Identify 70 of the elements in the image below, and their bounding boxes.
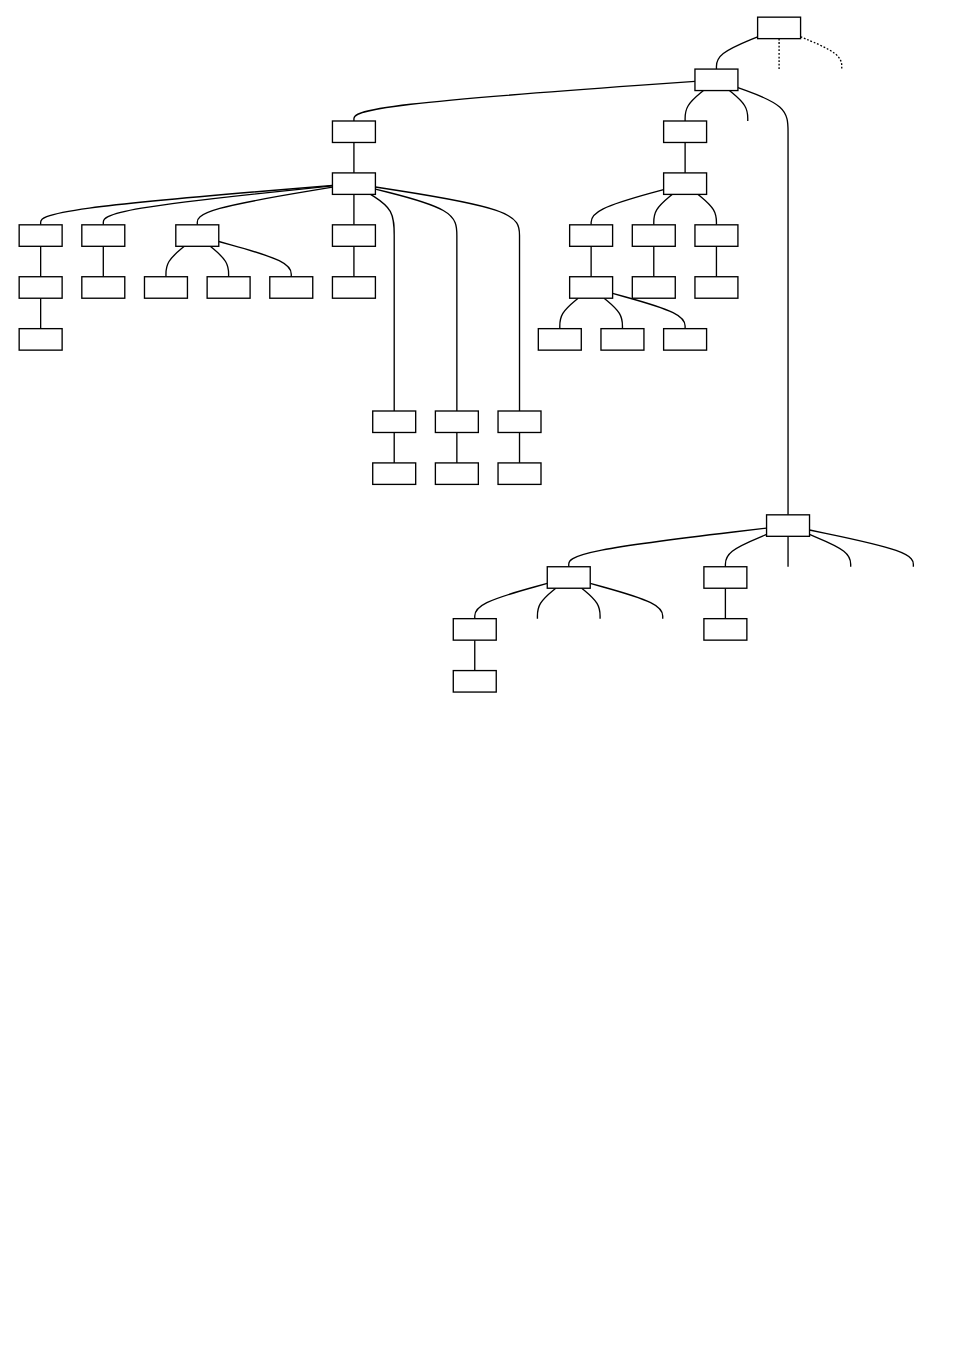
- node-box: [568, 276, 614, 299]
- connector-line: [209, 245, 230, 278]
- connector-line: [684, 141, 686, 174]
- node-box: [497, 462, 542, 486]
- connector-line: [603, 297, 624, 330]
- node-box: [175, 224, 220, 247]
- node-box: [694, 68, 739, 92]
- node-box: [331, 172, 377, 196]
- node-box: [331, 224, 377, 247]
- connector-line: [684, 89, 705, 122]
- connector-line: [474, 582, 548, 620]
- connector-line: [778, 37, 780, 70]
- connector-line: [353, 193, 355, 226]
- connector-line: [165, 245, 185, 278]
- node-box: [631, 224, 676, 247]
- node-box: [81, 276, 126, 299]
- node-box: [331, 120, 377, 144]
- connector-line: [697, 193, 718, 226]
- node-box: [372, 410, 417, 434]
- node-box: [434, 410, 479, 434]
- node-box: [537, 327, 582, 351]
- node-box: [600, 327, 645, 351]
- node-box: [662, 120, 708, 144]
- node-box: [662, 172, 708, 196]
- connector-line: [559, 297, 579, 330]
- connector-line: [536, 587, 557, 620]
- connector-line: [518, 431, 521, 464]
- connector-line: [39, 297, 42, 330]
- node-box: [206, 276, 251, 299]
- connector-line: [653, 193, 673, 226]
- connector-line: [456, 431, 458, 464]
- node-box: [703, 566, 748, 589]
- node-box: [756, 16, 802, 40]
- node-box: [765, 514, 811, 537]
- connector-line: [808, 533, 852, 568]
- connector-line: [737, 86, 789, 516]
- node-box: [18, 327, 63, 351]
- connector-line: [590, 245, 592, 278]
- connector-line: [728, 89, 749, 122]
- node-box: [18, 276, 63, 299]
- node-box: [497, 410, 542, 434]
- node-box: [662, 327, 708, 351]
- connector-line: [369, 193, 395, 412]
- connector-line: [653, 245, 655, 278]
- connector-line: [353, 141, 355, 174]
- connector-line: [724, 587, 727, 620]
- node-box: [18, 224, 63, 247]
- connector-line: [715, 245, 718, 278]
- connector-line: [39, 245, 42, 278]
- node-box: [452, 618, 497, 641]
- node-box: [434, 462, 479, 486]
- node-box: [372, 462, 417, 486]
- node-box: [694, 224, 739, 247]
- node-box: [703, 618, 748, 641]
- connector-line: [581, 587, 601, 620]
- connector-line: [474, 639, 476, 672]
- connector-line: [787, 535, 789, 568]
- node-box: [546, 566, 591, 589]
- node-box: [331, 276, 377, 299]
- connector-line: [393, 431, 395, 464]
- connector-line: [353, 245, 355, 278]
- node-box: [452, 669, 497, 693]
- node-box: [269, 276, 314, 299]
- connector-line: [102, 245, 104, 278]
- node-box: [631, 276, 676, 299]
- node-box: [568, 224, 614, 247]
- node-box: [81, 224, 126, 247]
- connector-line: [218, 240, 292, 278]
- node-box: [143, 276, 189, 299]
- node-box: [694, 276, 739, 299]
